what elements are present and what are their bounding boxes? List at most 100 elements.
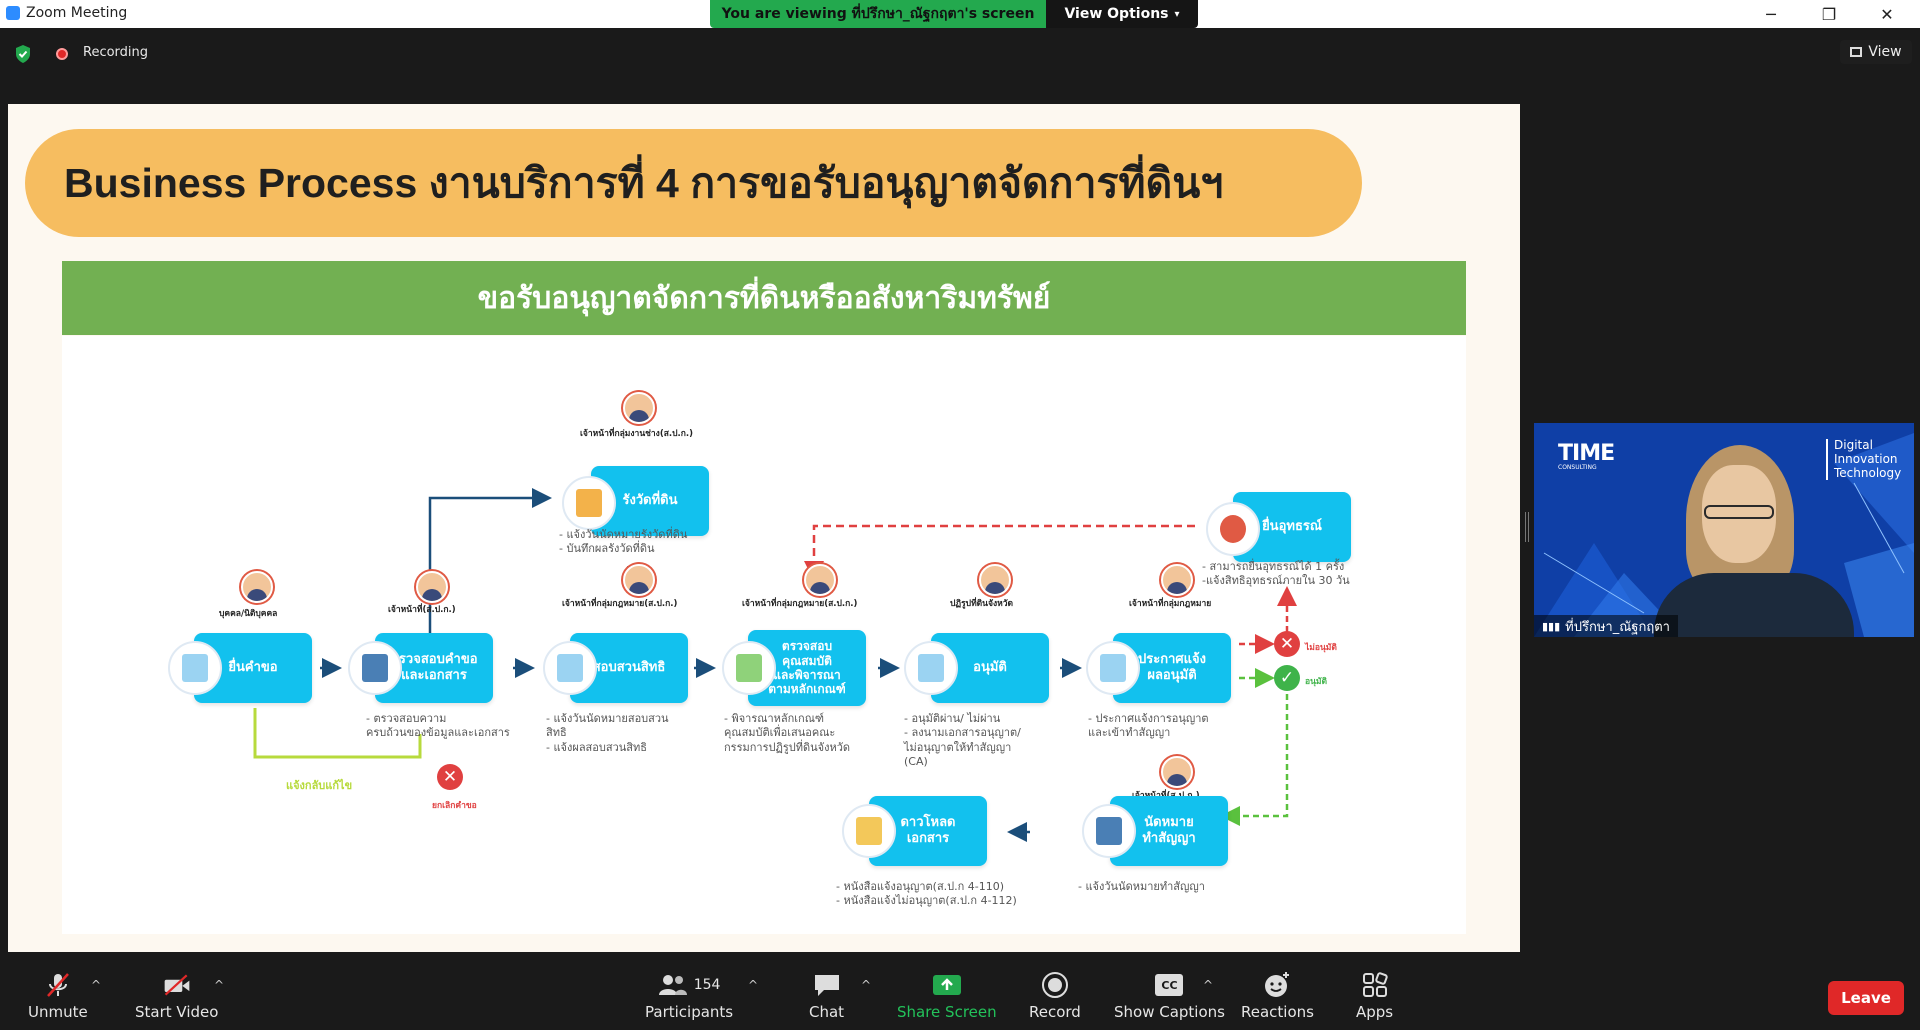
time-logo-subtitle: CONSULTING <box>1558 464 1597 471</box>
process-connectors <box>253 488 1297 842</box>
flow-arrows <box>320 488 1082 842</box>
captions-icon: CC <box>1154 971 1184 999</box>
panel-splitter-handle[interactable] <box>1525 512 1529 542</box>
audio-options-caret[interactable]: ^ <box>91 978 102 992</box>
video-options-caret[interactable]: ^ <box>214 978 225 992</box>
note-survey: - แจ้งวันนัดหมายรังวัดที่ดิน - บันทึกผลร… <box>559 528 688 556</box>
view-button[interactable]: View <box>1840 40 1912 64</box>
return-label: แจ้งกลับแก้ไข <box>286 779 353 792</box>
role-surveyor: เจ้าหน้าที่กลุ่มงานช่าง(ส.ป.ก.) <box>580 429 694 439</box>
slide-title-wrap: Business Process งานบริการที่ 4 การขอรับ… <box>64 133 1344 233</box>
share-screen-label: Share Screen <box>897 1003 997 1021</box>
approve-check-icon: ✓ <box>1274 665 1300 691</box>
checklist-icon <box>722 641 776 695</box>
magnifier-document-icon <box>904 641 958 695</box>
record-label: Record <box>1029 1003 1081 1021</box>
participants-count: 154 <box>693 977 721 993</box>
shared-screen-slide: Business Process งานบริการที่ 4 การขอรับ… <box>8 104 1520 952</box>
window-title: Zoom Meeting <box>26 5 128 21</box>
show-captions-button[interactable]: CC Show Captions <box>1114 971 1225 1021</box>
captions-options-caret[interactable]: ^ <box>1203 978 1214 992</box>
leave-meeting-button[interactable]: Leave <box>1828 981 1904 1015</box>
share-screen-button[interactable]: Share Screen <box>897 971 997 1021</box>
officer-avatar <box>416 571 448 603</box>
computer-icon <box>348 641 402 695</box>
apps-label: Apps <box>1356 1003 1394 1021</box>
reject-label: ไม่อนุมัติ <box>1305 643 1337 653</box>
legal-avatar-3 <box>1161 564 1193 596</box>
digital-innovation-tagline: Digital Innovation Technology <box>1826 438 1914 481</box>
view-options-label: View Options <box>1064 6 1169 22</box>
role-officer: เจ้าหน้าที่(ส.ป.ก.) <box>388 605 456 615</box>
contract-sign-icon <box>1082 804 1136 858</box>
process-diagram: บุคคล/นิติบุคคล เจ้าหน้าที่(ส.ป.ก.) เจ้า… <box>62 336 1466 934</box>
chat-options-caret[interactable]: ^ <box>861 978 872 992</box>
time-logo: TIME <box>1558 441 1615 466</box>
show-captions-label: Show Captions <box>1114 1003 1225 1021</box>
survey-tool-icon <box>562 476 616 530</box>
checklist-clock-icon <box>543 641 597 695</box>
restore-button[interactable]: ❐ <box>1821 4 1837 24</box>
section-band <box>62 261 1466 335</box>
officer-avatar-2 <box>1161 756 1193 788</box>
reject-icon: ✕ <box>1274 631 1300 657</box>
participant-video-tile[interactable]: TIME CONSULTING Digital Innovation Techn… <box>1534 423 1914 637</box>
unmute-label: Unmute <box>28 1003 88 1021</box>
certificate-icon <box>1086 641 1140 695</box>
surveyor-avatar <box>623 392 655 424</box>
reform-avatar <box>979 564 1011 596</box>
participant-name: ที่ปรึกษา_ณัฐกฤตา <box>1565 619 1670 635</box>
participants-icon <box>658 975 687 995</box>
role-legal-3: เจ้าหน้าที่กลุ่มกฎหมาย <box>1129 599 1212 609</box>
note-verify: - พิจารณาหลักเกณฑ์ คุณสมบัติเพื่อเสนอคณะ… <box>724 712 851 754</box>
apps-button[interactable]: Apps <box>1356 971 1393 1021</box>
record-button[interactable]: Record <box>1029 971 1081 1021</box>
note-approve: - อนุมัติผ่าน/ ไม่ผ่าน - ลงนามเอกสารอนุญ… <box>904 712 1021 768</box>
chat-label: Chat <box>809 1003 845 1021</box>
participant-body <box>1654 573 1854 637</box>
security-shield-icon[interactable] <box>14 44 32 64</box>
slide-title: Business Process งานบริการที่ 4 การขอรับ… <box>64 159 1224 206</box>
minimize-button[interactable]: ─ <box>1766 4 1776 24</box>
zoom-app-icon <box>6 6 20 20</box>
participant-face <box>1702 465 1776 563</box>
reactions-label: Reactions <box>1241 1003 1314 1021</box>
screen-share-banner: You are viewing ที่ปรึกษา_ณัฐกฤตา's scre… <box>710 0 1046 28</box>
title-pill <box>25 129 1362 237</box>
role-legal-2: เจ้าหน้าที่กลุ่มกฎหมาย(ส.ป.ก.) <box>742 599 858 609</box>
note-download: - หนังสือแจ้งอนุญาต(ส.ป.ก 4-110) - หนังส… <box>836 880 1017 908</box>
start-video-button[interactable]: Start Video <box>135 971 218 1021</box>
section-band-title-wrap: ขอรับอนุญาตจัดการที่ดินหรืออสังหาริมทรัพ… <box>62 261 1466 335</box>
return-path <box>253 708 422 759</box>
start-video-label: Start Video <box>135 1003 219 1021</box>
participants-button[interactable]: 154 Participants <box>645 971 733 1021</box>
clock-return-icon <box>1206 502 1260 556</box>
participant-glasses <box>1704 505 1774 519</box>
view-label: View <box>1868 44 1902 60</box>
legal-avatar-1 <box>623 564 655 596</box>
captions-icon-text: CC <box>1155 974 1184 996</box>
folder-download-icon <box>842 804 896 858</box>
record-icon <box>1040 971 1070 999</box>
apps-grid-icon <box>1360 971 1390 999</box>
role-legal-1: เจ้าหน้าที่กลุ่มกฎหมาย(ส.ป.ก.) <box>562 599 678 609</box>
unmute-button[interactable]: Unmute <box>28 971 88 1021</box>
cancel-icon: ✕ <box>437 764 463 790</box>
chat-button[interactable]: Chat <box>809 971 844 1021</box>
reactions-button[interactable]: Reactions <box>1241 971 1314 1021</box>
chat-bubble-icon <box>812 971 842 999</box>
role-reform: ปฏิรูปที่ดินจังหวัด <box>950 599 1014 609</box>
view-layout-icon <box>1850 47 1863 57</box>
close-button[interactable]: ✕ <box>1880 4 1894 24</box>
note-investigate: - แจ้งวันนัดหมายสอบสวน สิทธิ - แจ้งผลสอบ… <box>546 712 669 754</box>
signal-bars-icon: ▮▮▮ <box>1542 619 1561 633</box>
form-icon <box>168 641 222 695</box>
meeting-toolbar <box>0 962 1920 1030</box>
view-options-button[interactable]: View Options ▾ <box>1046 0 1198 28</box>
note-check-docs: - ตรวจสอบความ ครบถ้วนของข้อมูลและเอกสาร <box>366 712 510 740</box>
note-appeal: - สามารถยื่นอุทธรณ์ได้ 1 ครั้ง -แจ้งสิทธ… <box>1202 560 1350 588</box>
participants-options-caret[interactable]: ^ <box>748 978 759 992</box>
chevron-down-icon: ▾ <box>1174 8 1180 20</box>
section-band-title: ขอรับอนุญาตจัดการที่ดินหรืออสังหาริมทรัพ… <box>477 280 1051 316</box>
participant-name-label: ▮▮▮ ที่ปรึกษา_ณัฐกฤตา <box>1534 615 1678 637</box>
